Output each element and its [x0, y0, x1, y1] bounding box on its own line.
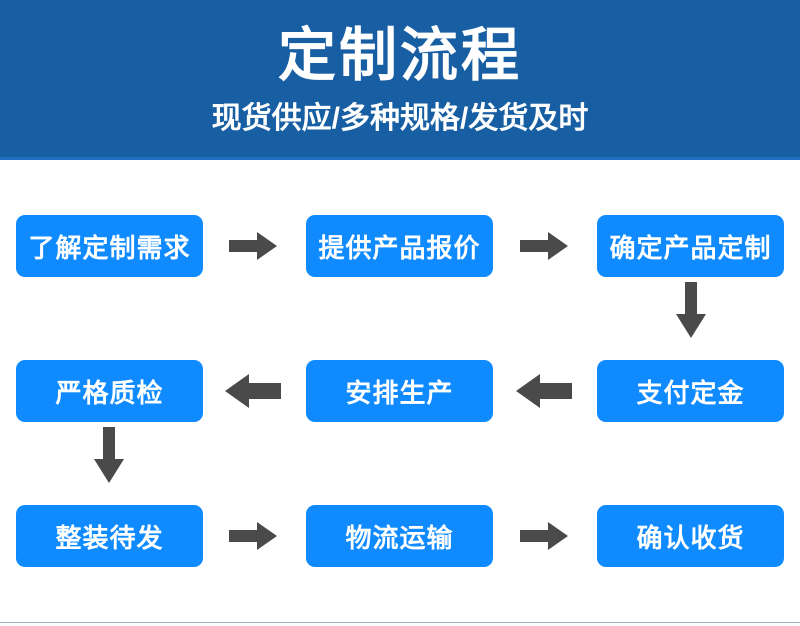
flow-node-strict-quality-inspection[interactable]: 严格质检 [16, 360, 203, 422]
flow-node-logistics-transport[interactable]: 物流运输 [306, 505, 493, 567]
flow-node-pay-deposit[interactable]: 支付定金 [597, 360, 784, 422]
arrow-right-icon [229, 230, 277, 262]
header-banner: 定制流程 现货供应/多种规格/发货及时 [0, 0, 800, 160]
flow-node-confirm-receipt[interactable]: 确认收货 [597, 505, 784, 567]
arrow-left-icon [225, 372, 281, 410]
bottom-divider [0, 622, 800, 623]
arrow-right-icon [229, 520, 277, 552]
arrow-right-icon [520, 230, 568, 262]
page-title: 定制流程 [277, 23, 522, 88]
arrow-left-icon [516, 372, 572, 410]
flow-node-arrange-production[interactable]: 安排生产 [306, 360, 493, 422]
flow-node-confirm-customization[interactable]: 确定产品定制 [597, 215, 784, 277]
arrow-down-icon [92, 427, 126, 483]
flow-node-understand-requirements[interactable]: 了解定制需求 [16, 215, 203, 277]
arrow-down-icon [674, 282, 708, 338]
flow-diagram: 了解定制需求 提供产品报价 确定产品定制 严格质检 安排生产 [0, 160, 800, 626]
flow-node-provide-quotation[interactable]: 提供产品报价 [306, 215, 493, 277]
flow-node-ready-for-dispatch[interactable]: 整装待发 [16, 505, 203, 567]
page-subtitle: 现货供应/多种规格/发货及时 [211, 102, 589, 135]
arrow-right-icon [520, 520, 568, 552]
banner-bottom-edge [0, 157, 800, 160]
